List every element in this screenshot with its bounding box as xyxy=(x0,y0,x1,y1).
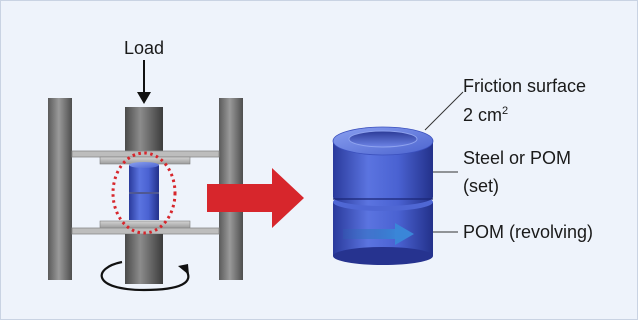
area-value: 2 cm xyxy=(463,105,502,125)
area-exponent: 2 xyxy=(502,105,508,117)
lower-platen xyxy=(99,220,191,229)
area-label: 2 cm2 xyxy=(463,105,508,125)
upper-shaft xyxy=(125,107,163,152)
rotation-arrow-icon xyxy=(100,260,190,292)
highlight-circle xyxy=(111,151,177,235)
pom-revolving-label: POM (revolving) xyxy=(463,222,593,242)
load-arrow-icon xyxy=(137,60,151,104)
transfer-arrow-icon xyxy=(207,168,304,228)
steel-pom-label: Steel or POM xyxy=(463,148,571,168)
set-cylinder xyxy=(332,126,434,206)
specimen xyxy=(129,162,159,220)
test-apparatus xyxy=(48,98,243,292)
frame-left-bar xyxy=(48,98,72,280)
load-label: Load xyxy=(124,38,164,58)
revolving-direction-icon xyxy=(343,223,414,245)
lower-shaft xyxy=(125,234,163,284)
leader-friction-surface xyxy=(424,91,464,131)
friction-surface-label: Friction surface xyxy=(463,76,586,96)
set-label: (set) xyxy=(463,176,499,196)
enlarged-specimen xyxy=(332,126,434,265)
